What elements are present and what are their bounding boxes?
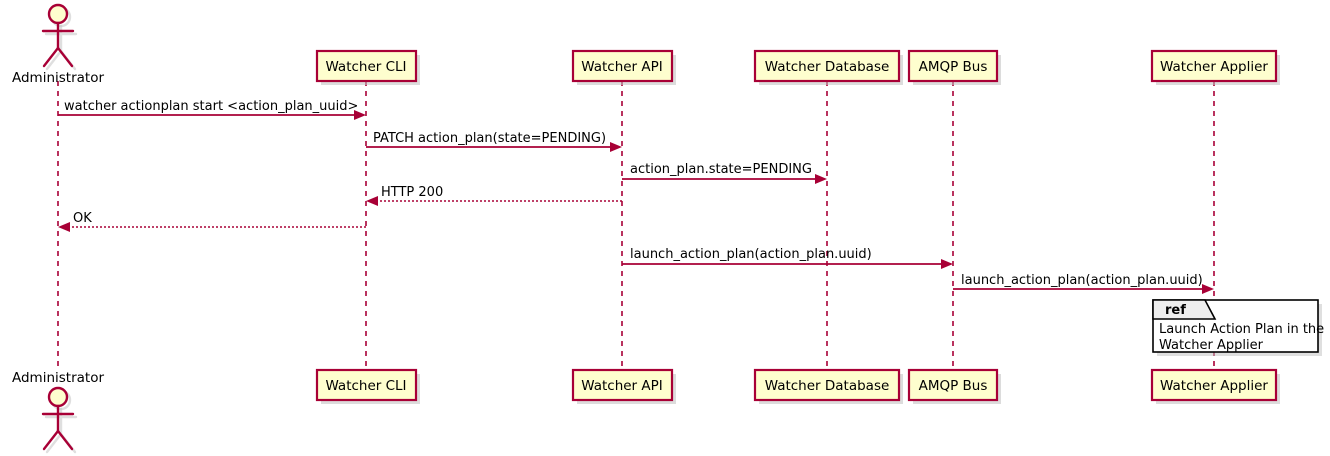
participant-box-api-bottom[interactable] (571, 368, 674, 402)
actor-leg-left (42, 46, 60, 68)
message-label-1: watcher actionplan start <action_plan_uu… (64, 99, 358, 114)
ref-fragment-tab (1152, 299, 1217, 320)
ref-fragment-keyword: ref (1165, 303, 1186, 318)
actor-body-shadow (44, 407, 78, 454)
actor-figure-admin-bottom[interactable] (41, 386, 78, 454)
message-label-6: launch_action_plan(action_plan.uuid) (630, 247, 872, 262)
participant-box-db-top[interactable] (753, 49, 901, 83)
participant-label-amqp-bottom: AMQP Bus (919, 378, 988, 394)
message-7[interactable]: launch_action_plan(action_plan.uuid) (953, 273, 1214, 294)
participant-label-db-bottom: Watcher Database (765, 378, 890, 394)
participant-label-api-top: Watcher API (581, 59, 663, 75)
actor-body-shadow (44, 24, 78, 71)
participant-label-db-top: Watcher Database (765, 59, 890, 75)
participant-box-db-bottom[interactable] (753, 368, 901, 402)
message-6[interactable]: launch_action_plan(action_plan.uuid) (622, 247, 953, 269)
message-label-4: HTTP 200 (381, 185, 443, 200)
actor-leg-left (42, 429, 60, 451)
actor-leg-right (56, 429, 74, 451)
message-arrowhead-3 (815, 174, 827, 184)
message-arrowhead-2 (610, 142, 622, 152)
actor-label-admin-bottom: Administrator (12, 370, 104, 386)
participant-box-applier-bottom[interactable] (1150, 368, 1278, 402)
participant-box-amqp-top[interactable] (907, 49, 999, 83)
actor-head-icon (47, 386, 69, 408)
participant-label-applier-top: Watcher Applier (1160, 59, 1268, 75)
participant-box-cli-top[interactable] (315, 49, 418, 83)
message-3[interactable]: action_plan.state=PENDING (622, 162, 827, 184)
message-arrowhead-1 (354, 110, 366, 120)
ref-fragment-line-1: Watcher Applier (1159, 338, 1264, 353)
actor-label-admin-top: Administrator (12, 70, 104, 86)
participant-box-amqp-bottom[interactable] (907, 368, 999, 402)
participant-box-cli-bottom[interactable] (315, 368, 418, 402)
message-2[interactable]: PATCH action_plan(state=PENDING) (366, 131, 622, 152)
message-arrowhead-7 (1202, 284, 1214, 294)
message-label-2: PATCH action_plan(state=PENDING) (373, 131, 606, 146)
actor-head-icon (47, 3, 69, 25)
message-1[interactable]: watcher actionplan start <action_plan_uu… (58, 99, 366, 120)
message-4[interactable]: HTTP 200 (366, 185, 622, 206)
participant-label-cli-bottom: Watcher CLI (325, 378, 406, 394)
actor-figure-admin-top[interactable] (41, 3, 78, 71)
ref-fragment-line-0: Launch Action Plan in the (1159, 322, 1324, 337)
message-label-3: action_plan.state=PENDING (630, 162, 812, 177)
message-label-5: OK (73, 211, 92, 226)
message-arrowhead-5 (58, 222, 70, 232)
participant-label-amqp-top: AMQP Bus (919, 59, 988, 75)
participant-label-cli-top: Watcher CLI (325, 59, 406, 75)
actor-leg-right (56, 46, 74, 68)
participant-label-api-bottom: Watcher API (581, 378, 663, 394)
message-arrowhead-6 (941, 259, 953, 269)
participant-label-applier-bottom: Watcher Applier (1160, 378, 1268, 394)
participant-box-applier-top[interactable] (1150, 49, 1278, 83)
message-arrowhead-4 (366, 196, 378, 206)
participant-box-api-top[interactable] (571, 49, 674, 83)
message-5[interactable]: OK (58, 211, 366, 232)
message-label-7: launch_action_plan(action_plan.uuid) (961, 273, 1203, 288)
